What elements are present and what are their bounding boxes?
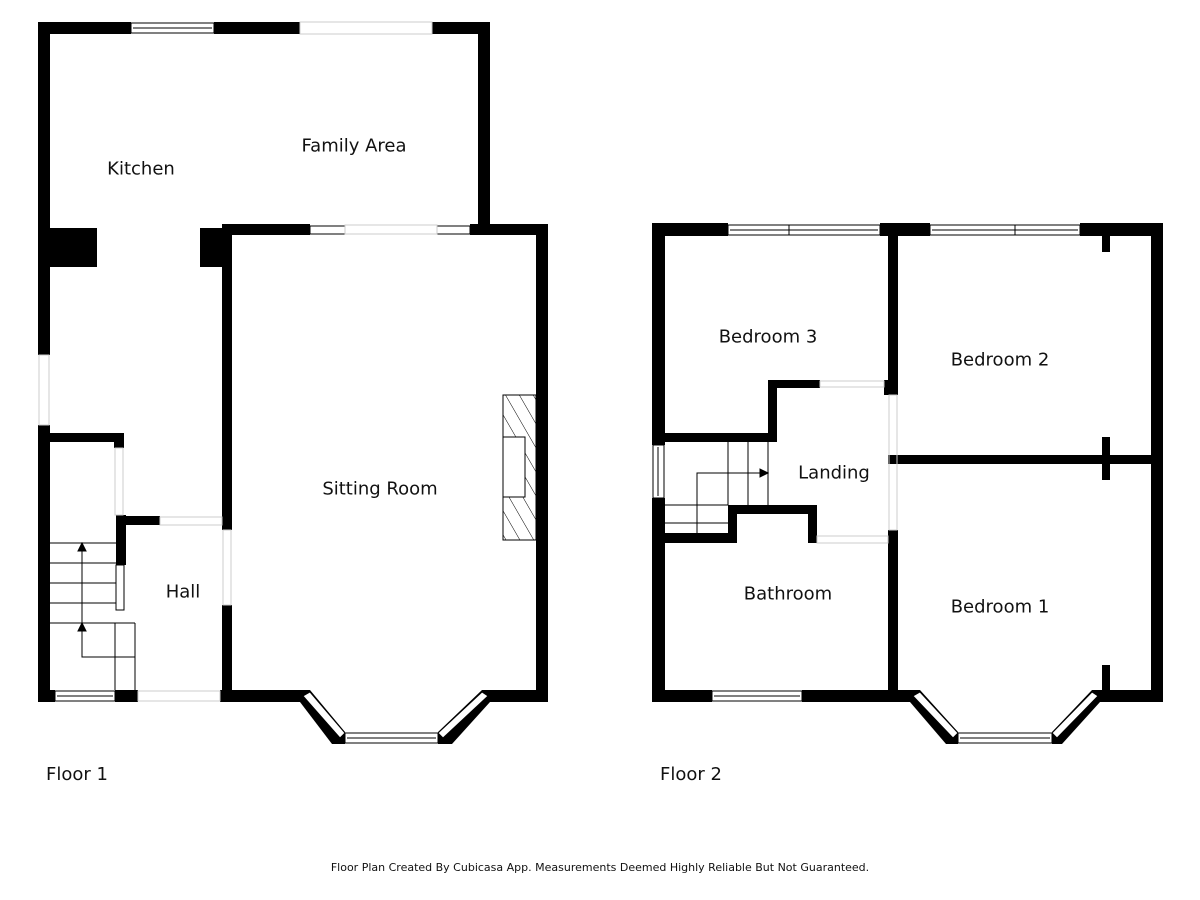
fireplace (502, 394, 537, 541)
floor-1-label: Floor 1 (46, 764, 108, 785)
room-label-landing: Landing (798, 462, 870, 484)
room-label-kitchen: Kitchen (107, 158, 175, 180)
room-label-bedroom-1: Bedroom 1 (950, 596, 1050, 618)
room-label-sitting-room: Sitting Room (322, 478, 438, 500)
room-label-bathroom: Bathroom (743, 583, 833, 605)
room-label-bedroom-3: Bedroom 3 (718, 326, 818, 348)
room-label-family-area: Family Area (301, 135, 407, 157)
floor-1-stairs (50, 541, 136, 690)
floor-1-openings (38, 21, 438, 702)
floor-2-openings (816, 380, 898, 544)
floor-1-windows (54, 22, 489, 744)
floor-2-label: Floor 2 (660, 764, 722, 785)
floor-2-walls (652, 223, 1163, 744)
disclaimer-footer: Floor Plan Created By Cubicasa App. Meas… (330, 861, 870, 874)
room-label-bedroom-2: Bedroom 2 (950, 349, 1050, 371)
room-label-hall: Hall (165, 581, 201, 603)
floor-2-stairs (665, 442, 770, 533)
floor-2-windows (652, 224, 1099, 744)
